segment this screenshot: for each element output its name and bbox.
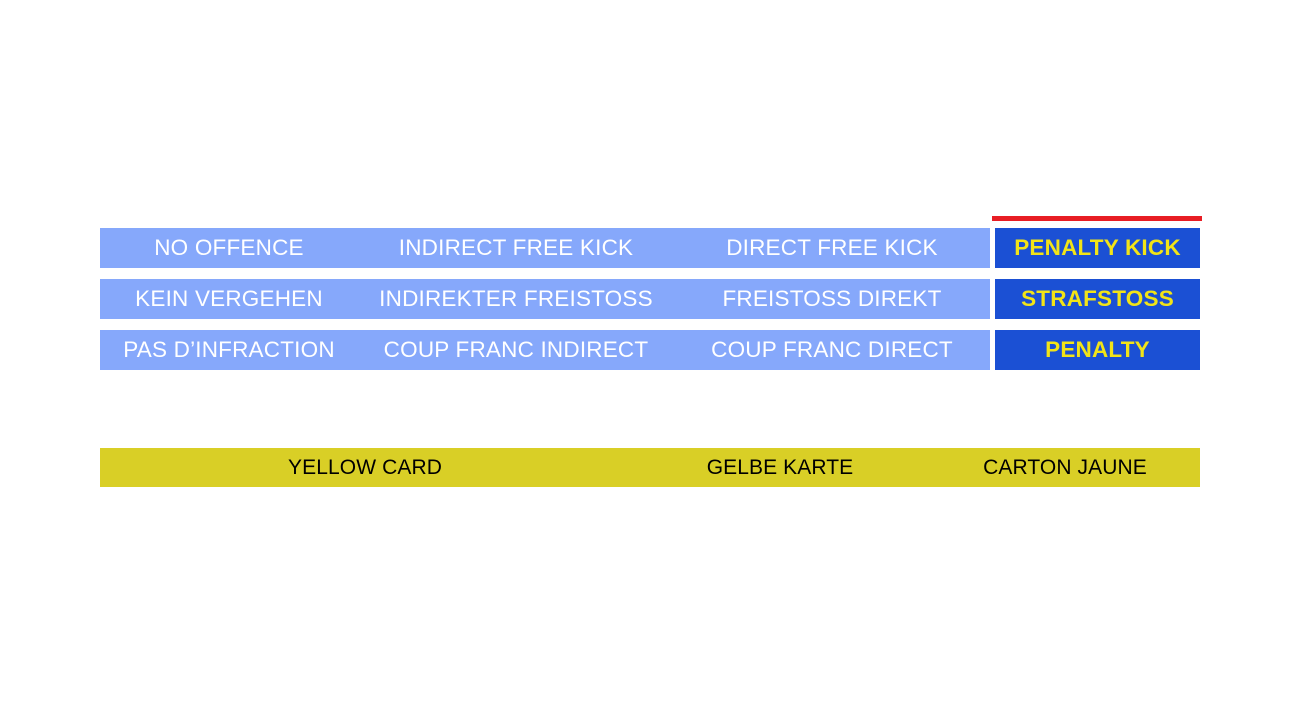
sanction-matrix: NO OFFENCE INDIRECT FREE KICK DIRECT FRE… <box>100 216 1202 370</box>
cell-penalty-kick-en[interactable]: PENALTY KICK <box>995 228 1200 268</box>
cell-no-offence-fr[interactable]: PAS D’INFRACTION <box>123 337 335 362</box>
cell-direct-free-kick-fr[interactable]: COUP FRANC DIRECT <box>711 337 953 362</box>
row-standard-cells: NO OFFENCE INDIRECT FREE KICK DIRECT FRE… <box>100 228 990 268</box>
matrix-row: KEIN VERGEHEN INDIREKTER FREISTOSS FREIS… <box>100 279 1200 319</box>
row-standard-cells: PAS D’INFRACTION COUP FRANC INDIRECT COU… <box>100 330 990 370</box>
row-standard-cells: KEIN VERGEHEN INDIREKTER FREISTOSS FREIS… <box>100 279 990 319</box>
cell-no-offence-de[interactable]: KEIN VERGEHEN <box>135 286 323 311</box>
cell-direct-free-kick-de[interactable]: FREISTOSS DIREKT <box>722 286 942 311</box>
cell-indirect-free-kick-en[interactable]: INDIRECT FREE KICK <box>398 235 634 260</box>
cell-indirect-free-kick-de[interactable]: INDIREKTER FREISTOSS <box>379 286 653 311</box>
yellow-card-label-en[interactable]: YELLOW CARD <box>288 455 442 479</box>
cell-penalty-kick-fr[interactable]: PENALTY <box>995 330 1200 370</box>
red-highlight-bar <box>992 216 1202 221</box>
cell-indirect-free-kick-fr[interactable]: COUP FRANC INDIRECT <box>383 337 649 362</box>
yellow-card-bar: YELLOW CARD GELBE KARTE CARTON JAUNE <box>100 448 1200 487</box>
cell-no-offence-en[interactable]: NO OFFENCE <box>154 235 304 260</box>
yellow-card-label-de[interactable]: GELBE KARTE <box>706 455 854 479</box>
matrix-row: PAS D’INFRACTION COUP FRANC INDIRECT COU… <box>100 330 1200 370</box>
cell-penalty-kick-de[interactable]: STRAFSTOSS <box>995 279 1200 319</box>
yellow-card-label-fr[interactable]: CARTON JAUNE <box>983 455 1147 479</box>
matrix-row: NO OFFENCE INDIRECT FREE KICK DIRECT FRE… <box>100 216 1202 268</box>
cell-direct-free-kick-en[interactable]: DIRECT FREE KICK <box>726 235 938 260</box>
